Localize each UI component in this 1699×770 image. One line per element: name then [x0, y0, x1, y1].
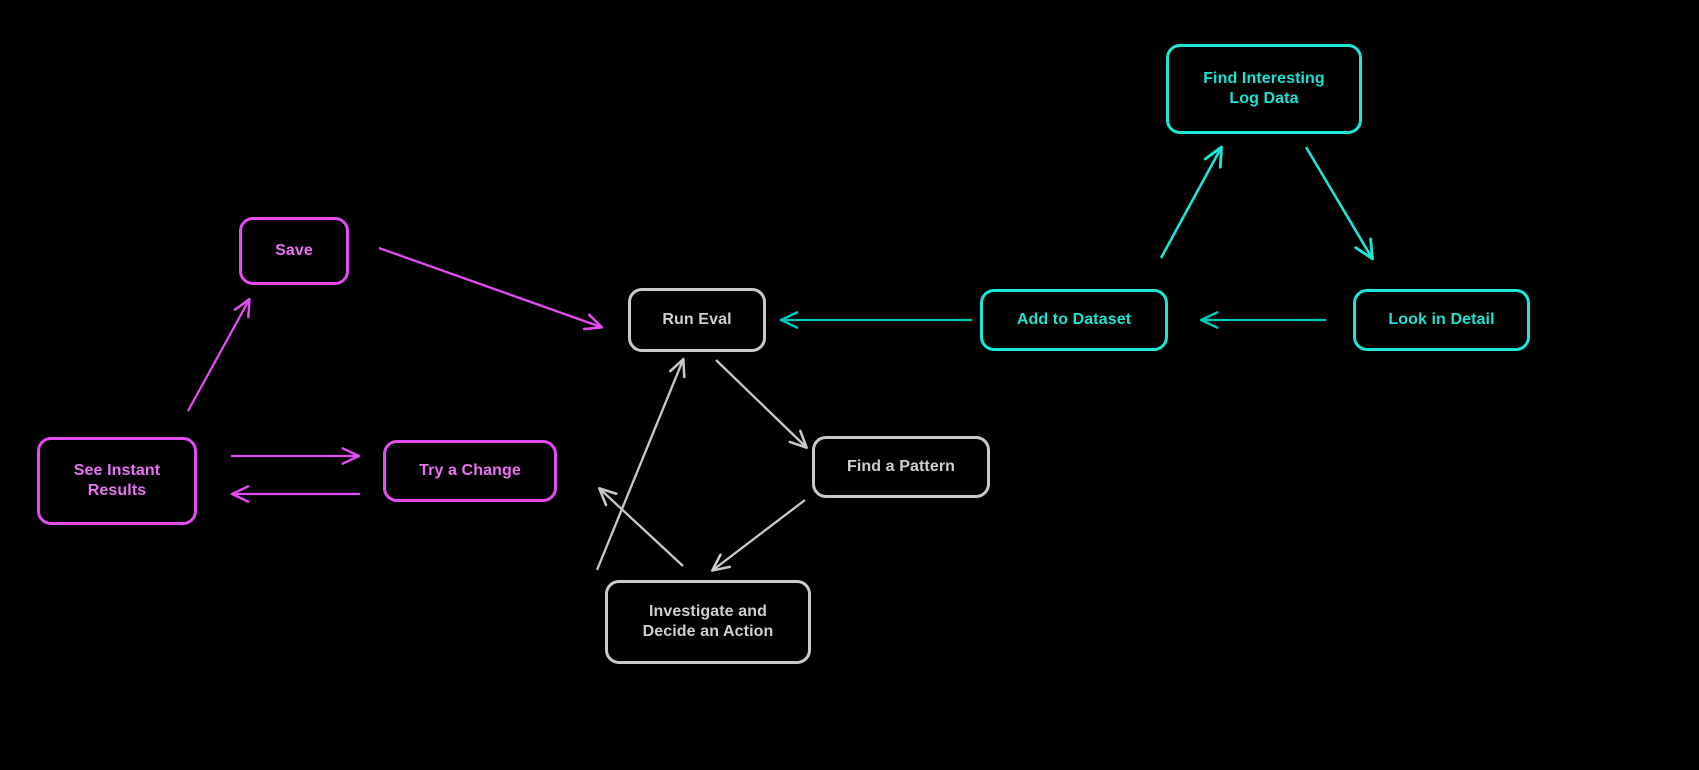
node-look-in-detail[interactable]: Look in Detail — [1353, 289, 1530, 351]
node-see-instant-results-label: See Instant Results — [73, 461, 161, 499]
node-find-interesting-log-data[interactable]: Find Interesting Log Data — [1166, 44, 1362, 134]
node-investigate-and-decide-an-action[interactable]: Investigate and Decide an Action — [605, 580, 811, 664]
node-try-a-change[interactable]: Try a Change — [383, 440, 557, 502]
edge-investigate-to-run-eval-lower — [598, 487, 684, 567]
node-add-to-dataset[interactable]: Add to Dataset — [980, 289, 1168, 351]
node-run-eval[interactable]: Run Eval — [628, 288, 766, 352]
edge-investigate-to-run-eval — [595, 357, 686, 571]
node-save-label: Save — [275, 241, 313, 259]
node-find-a-pattern-label: Find a Pattern — [846, 457, 956, 475]
node-look-in-detail-label: Look in Detail — [1388, 310, 1495, 328]
edge-find-pattern-to-investigate — [711, 499, 806, 572]
node-investigate-and-decide-an-action-label: Investigate and Decide an Action — [642, 602, 774, 640]
node-save[interactable]: Save — [239, 217, 349, 285]
node-add-to-dataset-label: Add to Dataset — [1016, 310, 1132, 328]
node-find-interesting-log-data-label: Find Interesting Log Data — [1203, 69, 1325, 107]
edge-see-instant-to-save — [186, 297, 251, 412]
edge-save-to-run-eval — [378, 246, 604, 331]
node-see-instant-results[interactable]: See Instant Results — [37, 437, 197, 525]
edge-find-log-to-look-detail — [1304, 146, 1374, 261]
edge-run-eval-to-find-pattern — [715, 359, 808, 449]
node-run-eval-label: Run Eval — [662, 310, 732, 328]
edge-add-dataset-to-find-log — [1159, 145, 1223, 259]
node-try-a-change-label: Try a Change — [419, 461, 521, 479]
node-find-a-pattern[interactable]: Find a Pattern — [812, 436, 990, 498]
